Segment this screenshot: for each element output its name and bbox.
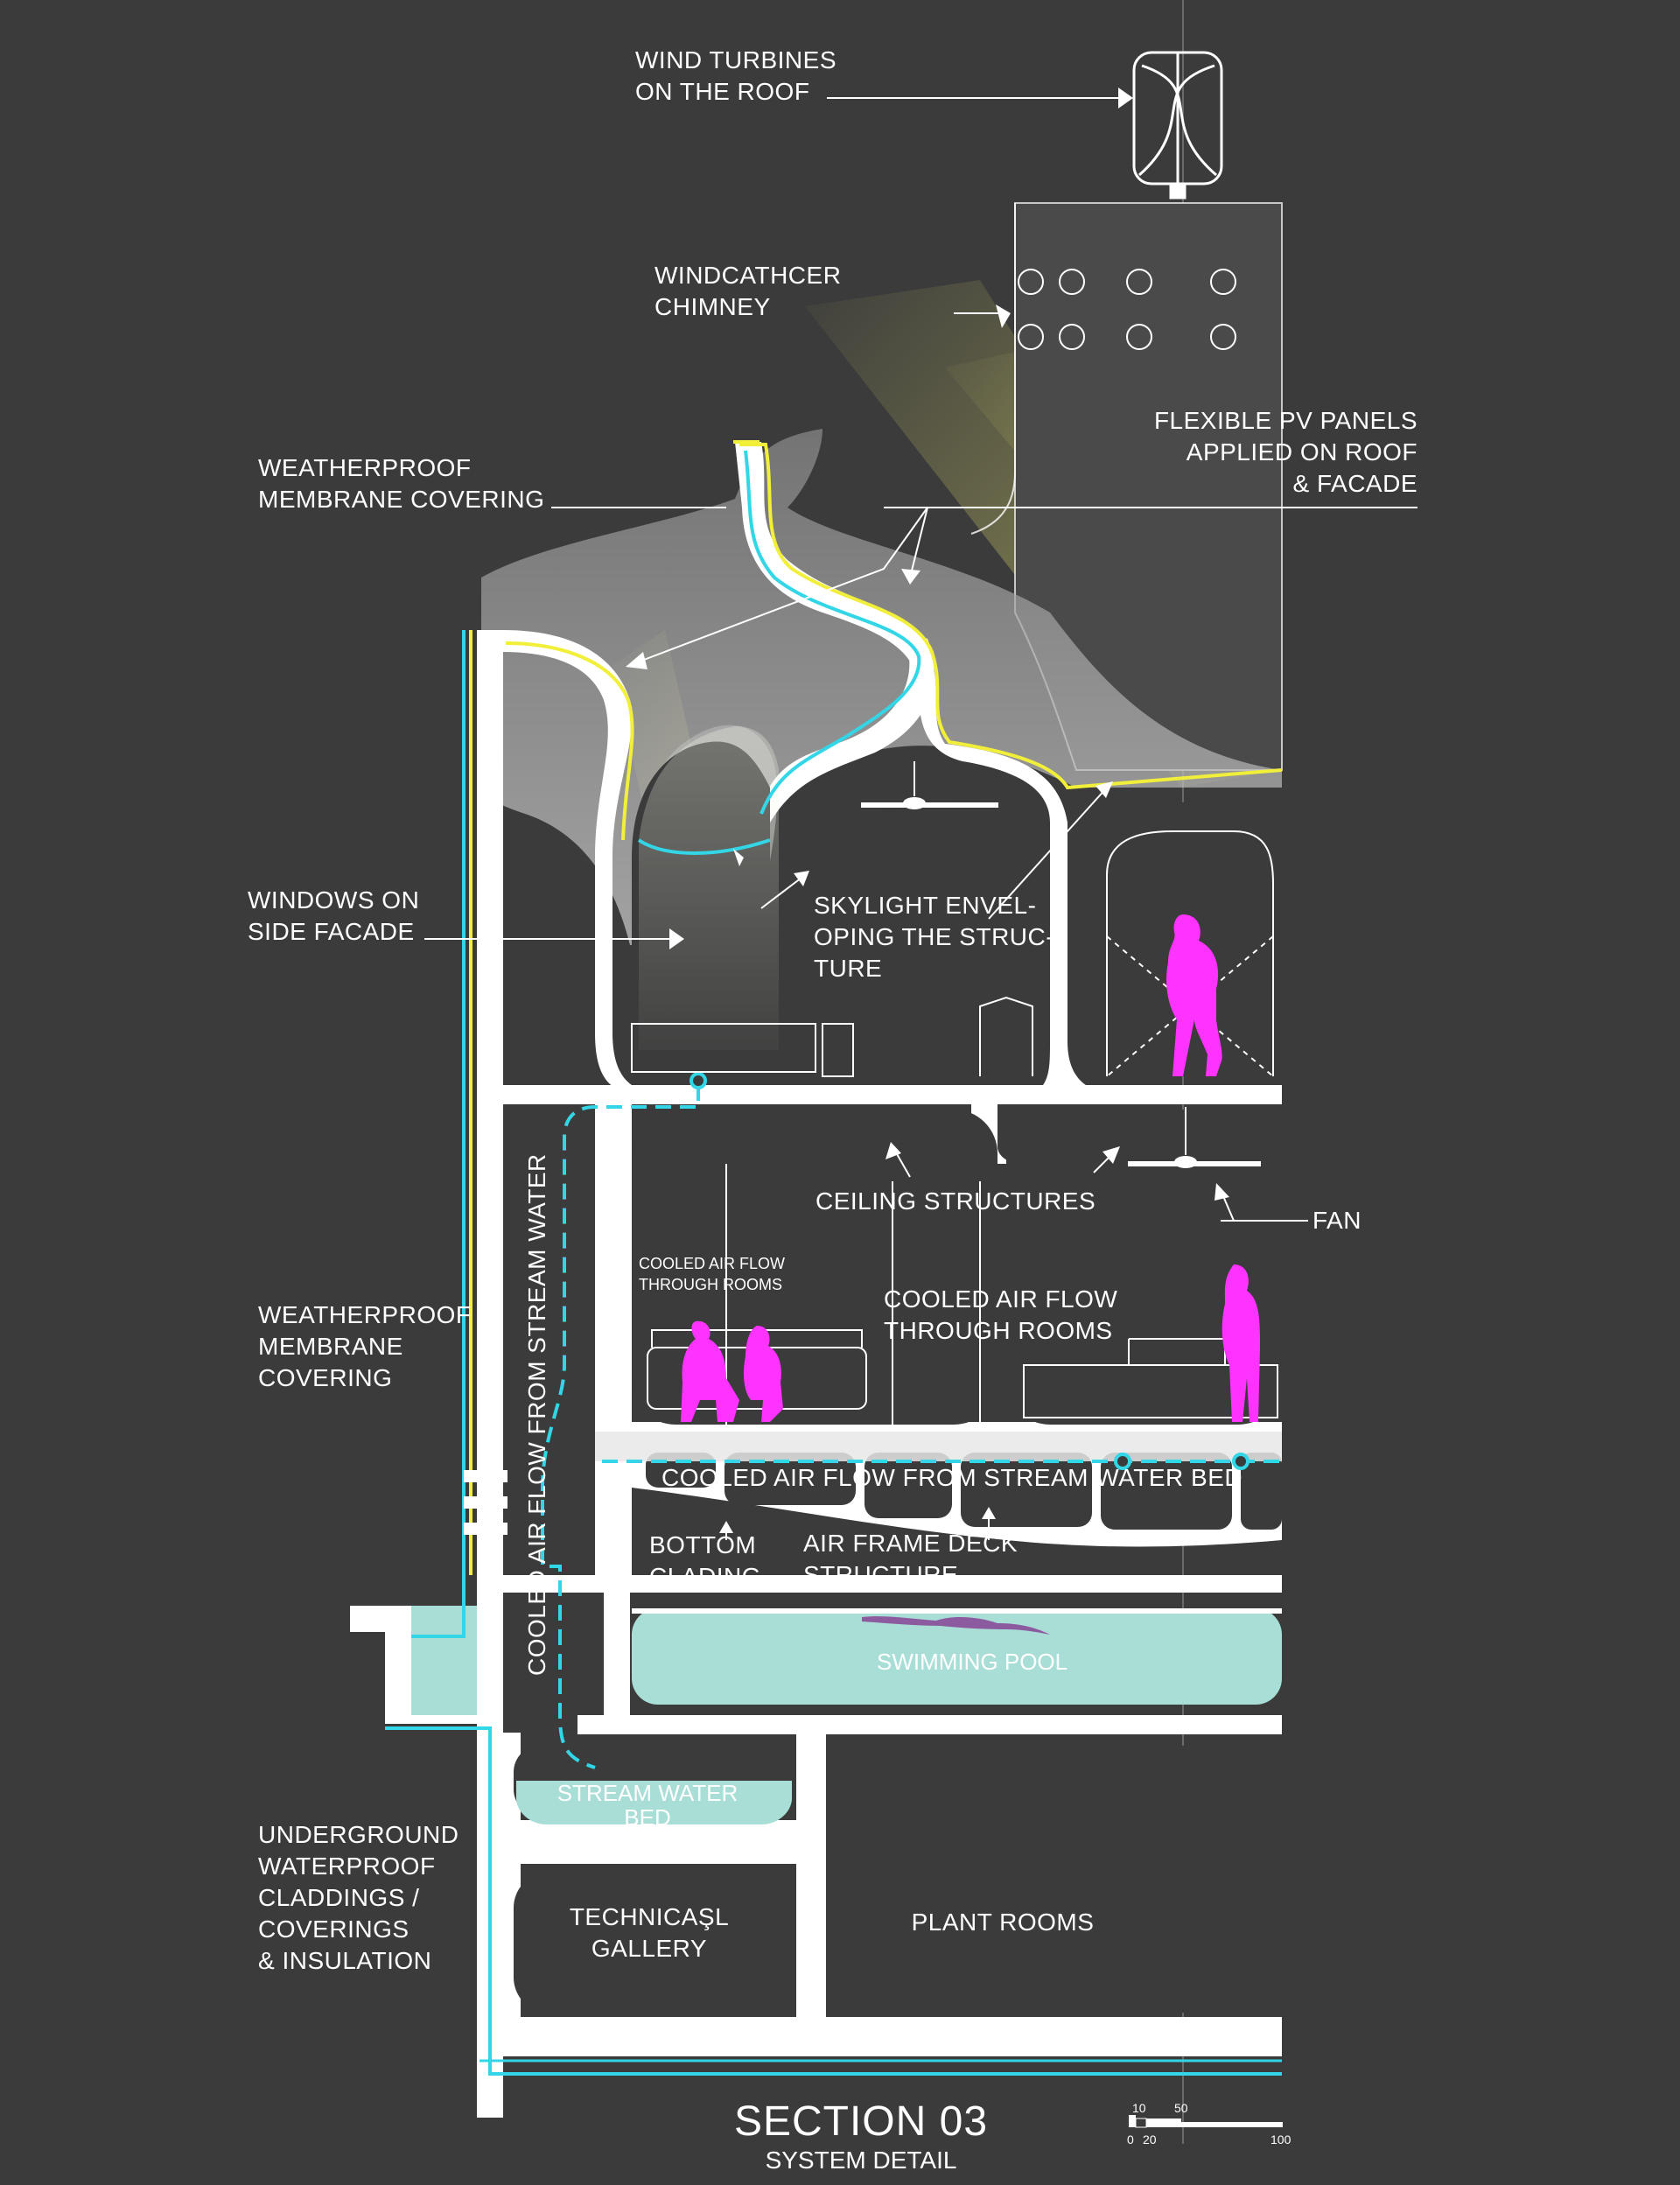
swimmer-figure xyxy=(862,1616,1050,1635)
label-underground-5: & INSULATION xyxy=(258,1947,431,1974)
label-underground-2: WATERPROOF xyxy=(258,1852,436,1880)
leader-lines xyxy=(424,97,1418,1540)
label-fan: FAN xyxy=(1312,1207,1362,1234)
label-bottom-clading-2: CLADING xyxy=(649,1563,761,1590)
side-window-glass xyxy=(639,726,779,1050)
label-windcatcher-2: CHIMNEY xyxy=(654,293,771,320)
chimney-vents xyxy=(1018,269,1236,350)
label-pv-3: & FACADE xyxy=(1293,470,1418,497)
label-swimming-pool: SWIMMING POOL xyxy=(877,1649,1068,1675)
label-plant-rooms: PLANT ROOMS xyxy=(912,1908,1095,1936)
label-vertical-flow: COOLED AIR FLOW FROM STREAM WATER xyxy=(523,1153,550,1676)
label-wind-turbines-1: WIND TURBINES xyxy=(635,46,836,74)
label-pv-2: APPLIED ON ROOF xyxy=(1186,438,1418,466)
label-membrane-mid-3: COVERING xyxy=(258,1364,392,1391)
scale-tick-top-2: 50 xyxy=(1174,2101,1188,2115)
stream-water-bed xyxy=(516,1781,792,1824)
label-skylight-3: TURE xyxy=(814,955,882,982)
fan-icon xyxy=(861,761,1261,1168)
people xyxy=(681,914,1260,1422)
technical-gallery-room xyxy=(514,1873,792,2013)
label-air-frame-1: AIR FRAME DECK xyxy=(803,1530,1018,1557)
airflow-nodes xyxy=(690,1072,1250,1470)
label-windcatcher-1: WINDCATHCER xyxy=(654,262,841,289)
label-underground-4: COVERINGS xyxy=(258,1915,410,1943)
cyan-membrane xyxy=(385,450,1282,2076)
airflow-paths xyxy=(541,1085,1282,1769)
label-underground-1: UNDERGROUND xyxy=(258,1821,459,1848)
label-underground-3: CLADDINGS / xyxy=(258,1884,419,1911)
label-deck-flow: COOLED AIR FLOW FROM STREAM WATER BED xyxy=(662,1464,1242,1491)
swimming-pool xyxy=(632,1608,1282,1705)
label-membrane-mid-2: MEMBRANE xyxy=(258,1333,403,1360)
label-windows-1: WINDOWS ON xyxy=(248,886,419,914)
label-cooled-rooms-1: COOLED AIR FLOW xyxy=(884,1285,1117,1313)
page-title: SECTION 03 xyxy=(734,2098,988,2145)
pv-lines xyxy=(469,440,1283,1575)
label-cooled-small-2: THROUGH ROOMS xyxy=(639,1276,782,1293)
label-technical-2: GALLERY xyxy=(592,1935,707,1962)
entry-water xyxy=(411,1606,477,1715)
scale-bar: 10 50 0 20 100 xyxy=(1127,2101,1292,2146)
plant-room xyxy=(826,1746,1282,2013)
label-stream-bed-2: BED xyxy=(624,1804,670,1831)
label-technical-1: TECHNICAŞL xyxy=(570,1903,729,1930)
label-skylight-2: OPING THE STRUC- xyxy=(814,923,1054,950)
label-ceiling: CEILING STRUCTURES xyxy=(816,1187,1096,1215)
label-pv-1: FLEXIBLE PV PANELS xyxy=(1154,407,1418,434)
label-air-frame-2: STRUCTURE xyxy=(803,1561,958,1588)
label-membrane-mid-1: WEATHERPROOF xyxy=(258,1301,471,1328)
scale-tick-bottom-3: 100 xyxy=(1270,2132,1292,2146)
facade-openings xyxy=(464,1470,508,1535)
wind-turbine-icon xyxy=(1132,51,1223,200)
scale-tick-bottom-1: 0 xyxy=(1127,2132,1134,2146)
label-cooled-small-1: COOLED AIR FLOW xyxy=(639,1255,785,1272)
label-cooled-rooms-2: THROUGH ROOMS xyxy=(884,1317,1113,1344)
label-skylight-1: SKYLIGHT ENVEL- xyxy=(814,892,1036,919)
air-frame-deck xyxy=(595,1432,1282,1547)
label-wind-turbines-2: ON THE ROOF xyxy=(635,78,809,105)
label-bottom-clading-1: BOTTOM xyxy=(649,1531,756,1558)
scale-tick-bottom-2: 20 xyxy=(1143,2132,1157,2146)
label-membrane-top-2: MEMBRANE COVERING xyxy=(258,486,544,513)
room-living-right xyxy=(1006,1110,1282,1425)
diagram-labels: WIND TURBINES ON THE ROOF WINDCATHCER CH… xyxy=(248,46,1418,1974)
arrow-heads xyxy=(626,88,1229,1533)
label-windows-2: SIDE FACADE xyxy=(248,918,415,945)
building-structure xyxy=(350,442,1282,2118)
scale-tick-top-1: 10 xyxy=(1132,2101,1146,2115)
label-membrane-top-1: WEATHERPROOF xyxy=(258,454,471,481)
label-stream-bed-1: STREAM WATER xyxy=(557,1780,738,1806)
room-living-left xyxy=(632,1110,998,1425)
page-subtitle: SYSTEM DETAIL xyxy=(766,2146,957,2174)
